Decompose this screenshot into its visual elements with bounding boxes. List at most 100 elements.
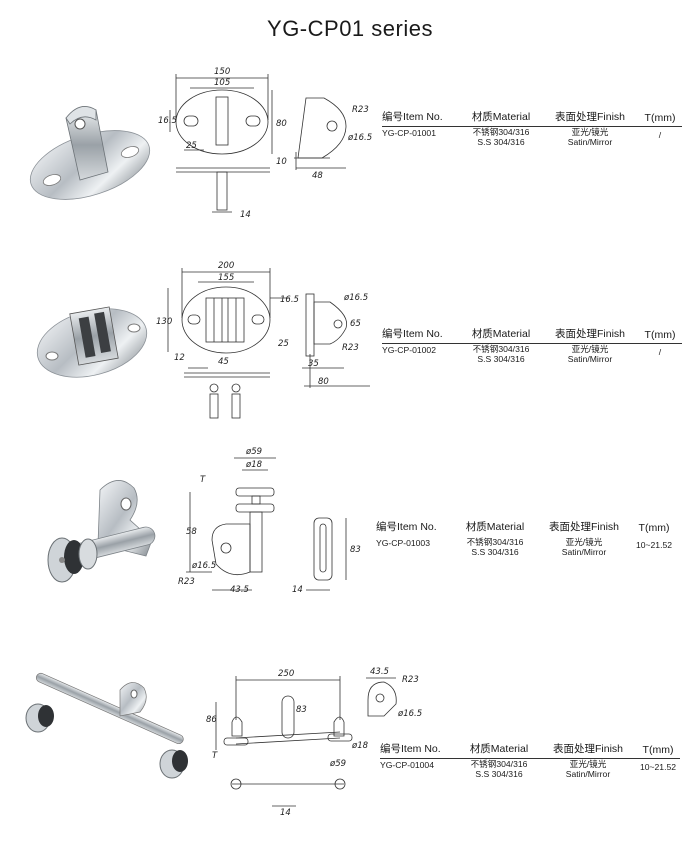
product-photo: [25, 672, 188, 779]
item-no: YG-CP-01001: [382, 128, 436, 138]
product-drawings: 150 105 16.5 80 25 10 48 14 R23 ø16.5: [29, 67, 372, 220]
dimension-labels: 250 43.5 R23 86 83 ø16.5 T ø18 ø59 14: [206, 667, 422, 818]
header-material: 材质Material: [471, 111, 531, 123]
svg-text:80: 80: [276, 119, 287, 129]
product-block-01001: 150 105 16.5 80 25 10 48 14 R23 ø16.5 编号…: [0, 60, 700, 230]
svg-text:ø16.5: ø16.5: [343, 293, 368, 303]
thickness-value: 10~21.52: [635, 540, 673, 550]
dimension-labels: 150 105 16.5 80 25 10 48 14 R23 ø16.5: [158, 67, 372, 220]
header-thickness: T(mm): [644, 329, 676, 341]
material-cn: 不锈钢304/316: [472, 127, 530, 137]
svg-text:16.5: 16.5: [158, 116, 177, 126]
material-en: S.S 304/316: [477, 136, 525, 147]
product-drawings: 250 43.5 R23 86 83 ø16.5 T ø18 ø59 14: [25, 667, 422, 818]
header-finish: 表面处理Finish: [554, 111, 625, 123]
svg-text:10: 10: [276, 157, 287, 167]
header-finish: 表面处理Finish: [554, 328, 625, 340]
header-finish: 表面处理Finish: [552, 743, 623, 755]
svg-text:ø59: ø59: [245, 447, 262, 457]
header-finish: 表面处理Finish: [548, 521, 619, 533]
svg-text:155: 155: [218, 273, 234, 283]
spec-table: 编号Item No. 材质Material 表面处理Finish T(mm) Y…: [382, 108, 682, 147]
product-block-01004: 250 43.5 R23 86 83 ø16.5 T ø18 ø59 14 编号…: [0, 660, 700, 840]
svg-text:48: 48: [312, 171, 323, 181]
header-item-no: 编号Item No.: [382, 328, 443, 340]
thickness-value: /: [658, 347, 662, 357]
finish-cn: 亚光/镜光: [569, 759, 607, 769]
header-thickness: T(mm): [642, 744, 674, 756]
svg-text:150: 150: [214, 67, 230, 77]
spec-table: 编号Item No. 材质Material 表面处理Finish T(mm) Y…: [376, 518, 676, 557]
product-block-01003: ø59 ø18 T 58 ø16.5 R23 43.5 14 83 编号Item…: [0, 440, 700, 610]
material-en: S.S 304/316: [477, 353, 525, 364]
front-view-drawing: [169, 74, 347, 213]
svg-text:25: 25: [186, 141, 197, 151]
finish-cn: 亚光/镜光: [571, 344, 609, 354]
material-cn: 不锈钢304/316: [466, 537, 524, 547]
material-en: S.S 304/316: [471, 546, 519, 557]
svg-text:250: 250: [278, 669, 294, 679]
finish-cn: 亚光/镜光: [565, 537, 603, 547]
svg-text:ø16.5: ø16.5: [347, 133, 372, 143]
item-no: YG-CP-01004: [380, 760, 434, 770]
svg-text:14: 14: [292, 585, 303, 595]
svg-text:86: 86: [206, 715, 217, 725]
svg-text:T: T: [200, 475, 206, 485]
material-en: S.S 304/316: [475, 768, 523, 779]
svg-text:80: 80: [318, 377, 329, 387]
finish-en: Satin/Mirror: [561, 546, 607, 557]
header-material: 材质Material: [469, 743, 529, 755]
product-block-01002: 200 155 16.5 130 25 12 45 35 80 ø16.5 65…: [0, 258, 700, 428]
header-material: 材质Material: [465, 521, 525, 533]
spec-table: 编号Item No. 材质Material 表面处理Finish T(mm) Y…: [380, 740, 680, 779]
finish-en: Satin/Mirror: [565, 768, 611, 779]
header-thickness: T(mm): [638, 522, 670, 534]
product-photo: [36, 306, 148, 378]
svg-text:83: 83: [296, 705, 307, 715]
thickness-value: 10~21.52: [639, 762, 677, 772]
svg-text:ø18: ø18: [351, 741, 369, 751]
svg-text:58: 58: [186, 527, 197, 537]
svg-text:35: 35: [308, 359, 319, 369]
svg-text:R23: R23: [402, 675, 419, 685]
product-drawings: ø59 ø18 T 58 ø16.5 R23 43.5 14 83: [47, 447, 361, 595]
svg-text:ø16.5: ø16.5: [191, 561, 216, 571]
svg-text:25: 25: [278, 339, 289, 349]
svg-text:65: 65: [350, 319, 361, 329]
front-view-drawing: [215, 676, 397, 807]
thickness-value: /: [658, 130, 662, 140]
svg-text:14: 14: [240, 210, 251, 220]
header-material: 材质Material: [471, 328, 531, 340]
page-title: YG-CP01 series: [267, 16, 433, 41]
product-photo: [47, 480, 156, 583]
dimension-labels: ø59 ø18 T 58 ø16.5 R23 43.5 14 83: [178, 447, 361, 595]
svg-text:16.5: 16.5: [280, 295, 299, 305]
svg-text:T: T: [212, 751, 218, 761]
svg-text:R23: R23: [178, 577, 195, 587]
front-view-drawing: [186, 457, 347, 591]
svg-text:ø16.5: ø16.5: [397, 709, 422, 719]
svg-text:ø59: ø59: [329, 759, 346, 769]
product-photo: [29, 106, 151, 200]
dimension-labels: 200 155 16.5 130 25 12 45 35 80 ø16.5 65…: [156, 261, 368, 387]
svg-text:43.5: 43.5: [370, 667, 389, 677]
header-item-no: 编号Item No.: [376, 521, 437, 533]
item-no: YG-CP-01002: [382, 345, 436, 355]
svg-text:105: 105: [214, 78, 230, 88]
finish-cn: 亚光/镜光: [571, 127, 609, 137]
front-view-drawing: [167, 268, 370, 419]
svg-text:130: 130: [156, 317, 172, 327]
product-drawings: 200 155 16.5 130 25 12 45 35 80 ø16.5 65…: [36, 261, 370, 419]
svg-text:14: 14: [280, 808, 291, 818]
svg-text:83: 83: [350, 545, 361, 555]
header-item-no: 编号Item No.: [382, 111, 443, 123]
material-cn: 不锈钢304/316: [472, 344, 530, 354]
svg-text:12: 12: [174, 353, 185, 363]
header-item-no: 编号Item No.: [380, 743, 441, 755]
material-cn: 不锈钢304/316: [470, 759, 528, 769]
svg-text:45: 45: [218, 357, 229, 367]
